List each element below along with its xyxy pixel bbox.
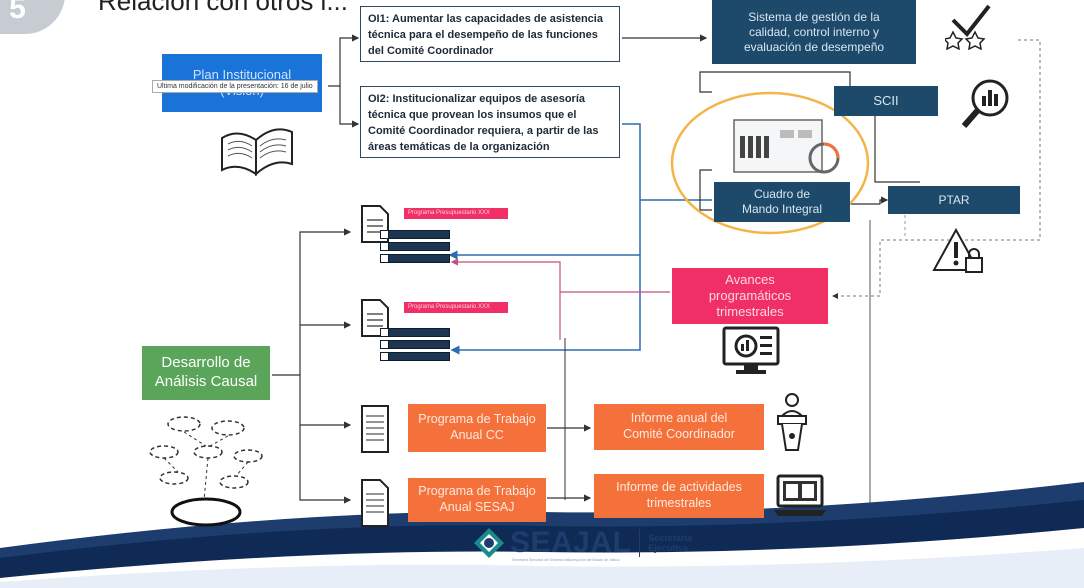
objective-oi1: OI1: Aumentar las capacidades de asisten… [360, 6, 620, 62]
avances-box: Avances programáticos trimestrales [672, 268, 828, 324]
sgc-box: Sistema de gestión de la calidad, contro… [712, 0, 916, 64]
objective-oi2: OI2: Institucionalizar equipos de asesor… [360, 86, 620, 158]
logo-subtitle-line-2: Ejecutiva [648, 543, 688, 553]
analysis-causal-box: Desarrollo de Análisis Causal [142, 346, 270, 400]
warning-lock-icon [932, 226, 986, 281]
budget-bar [380, 340, 450, 349]
budget-bar [380, 242, 450, 251]
document-icon [361, 299, 389, 337]
seajal-logo: SEAJAL Secretaría Ejecutiva [472, 526, 692, 560]
podium-speaker-icon [772, 392, 812, 459]
work-program-cc-box: Programa de Trabajo Anual CC [408, 404, 546, 452]
budget-bar [380, 352, 450, 361]
informe-actividades-box: Informe de actividades trimestrales [594, 474, 764, 518]
logo-subtitle: Secretaría Ejecutiva [648, 533, 692, 554]
monitor-analytics-icon [722, 326, 780, 381]
logo-tagline: Secretaría Ejecutiva del Sistema Anticor… [512, 558, 620, 562]
seajal-emblem-icon [474, 528, 504, 558]
magnifier-chart-icon [958, 76, 1014, 135]
modification-tooltip: Ultima modificación de la presentación: … [152, 80, 318, 93]
cmi-box: Cuadro de Mando Integral [714, 182, 850, 222]
work-document-icon [360, 404, 390, 459]
logo-divider [639, 529, 641, 557]
cause-diagram-icon [148, 412, 266, 537]
budget-program-1-label: Programa Presupuestario XXX [404, 208, 508, 220]
laptop-report-icon [772, 474, 828, 523]
budget-bar [380, 254, 450, 263]
dashboard-illustration [732, 118, 850, 183]
budget-bar [380, 328, 450, 337]
work-program-sesaj-box: Programa de Trabajo Anual SESAJ [408, 478, 546, 522]
quality-checklist-icon [942, 2, 995, 55]
budget-program-1: Programa Presupuestario XXX [360, 204, 510, 274]
budget-program-2: Programa Presupuestario XXX [360, 298, 510, 368]
logo-subtitle-line-1: Secretaría [648, 532, 692, 543]
section-number: 5 [9, 0, 26, 25]
plan-label-top: Plan Institucional [192, 66, 292, 82]
open-book-icon [218, 118, 296, 185]
scii-box: SCII [834, 86, 938, 116]
logo-text: SEAJAL [510, 526, 632, 559]
budget-bar [380, 230, 450, 239]
informe-cc-box: Informe anual del Comité Coordinador [594, 404, 764, 450]
budget-program-2-label: Programa Presupuestario XXX [404, 302, 508, 314]
ptar-box: PTAR [888, 186, 1020, 214]
work-document-icon [360, 478, 390, 533]
section-number-badge: 5 [0, 0, 65, 34]
slide-title: Relación con otros i... [98, 0, 349, 16]
